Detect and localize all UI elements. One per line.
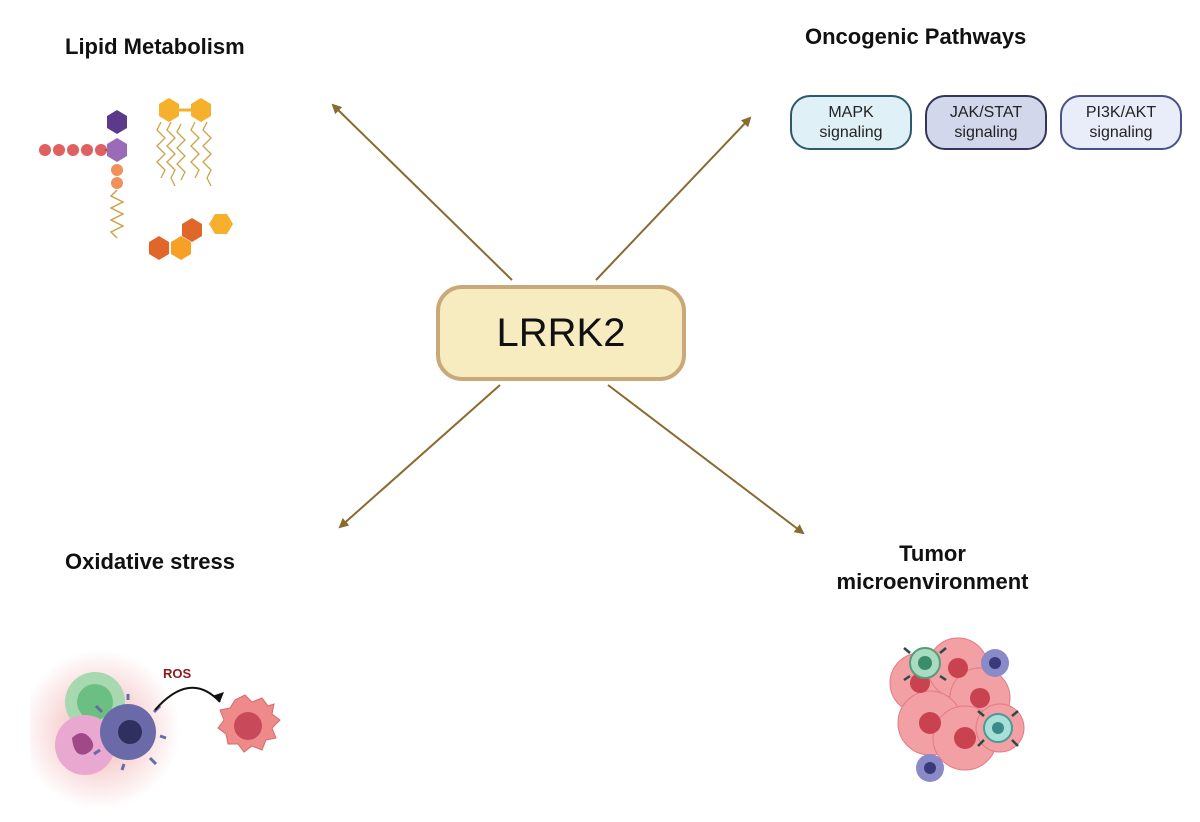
arrow-to-tumor [607,384,805,535]
lipid-metabolism-title: Lipid Metabolism [65,34,245,59]
immune-cells-ros-icon: ROS [30,650,281,810]
arrow-to-lipid [331,103,513,281]
pathway-pill-jak-stat: JAK/STAT signaling [925,95,1047,150]
tumor-cell-cluster-icon [889,637,1025,782]
arrow-to-oncogenic [595,116,752,281]
lrrk2-center-node: LRRK2 [436,285,686,381]
pathway-suffix: signaling [1089,123,1153,141]
arrow-to-oxidative [338,384,501,529]
pathway-name: PI3K/AKT [1085,103,1157,121]
pathway-name: MAPK [828,103,874,121]
oncogenic-pathways-title: Oncogenic Pathways [805,24,1027,49]
pathway-suffix: signaling [819,123,883,141]
pathway-name: JAK/STAT [949,103,1023,121]
pathway-pill-mapk: MAPK signaling [790,95,912,150]
lipid-molecules-icon [39,98,233,260]
tumor-title-line1: Tumor [899,541,966,566]
pathway-suffix: signaling [954,123,1018,141]
oxidative-stress-title: Oxidative stress [65,549,235,574]
ros-label: ROS [163,666,192,681]
tumor-title-line2: microenvironment [836,569,1029,594]
lrrk2-label: LRRK2 [496,310,626,355]
tumor-microenvironment-title: Tumor microenvironment [800,540,1065,596]
pathway-pill-pi3k-akt: PI3K/AKT signaling [1060,95,1182,150]
